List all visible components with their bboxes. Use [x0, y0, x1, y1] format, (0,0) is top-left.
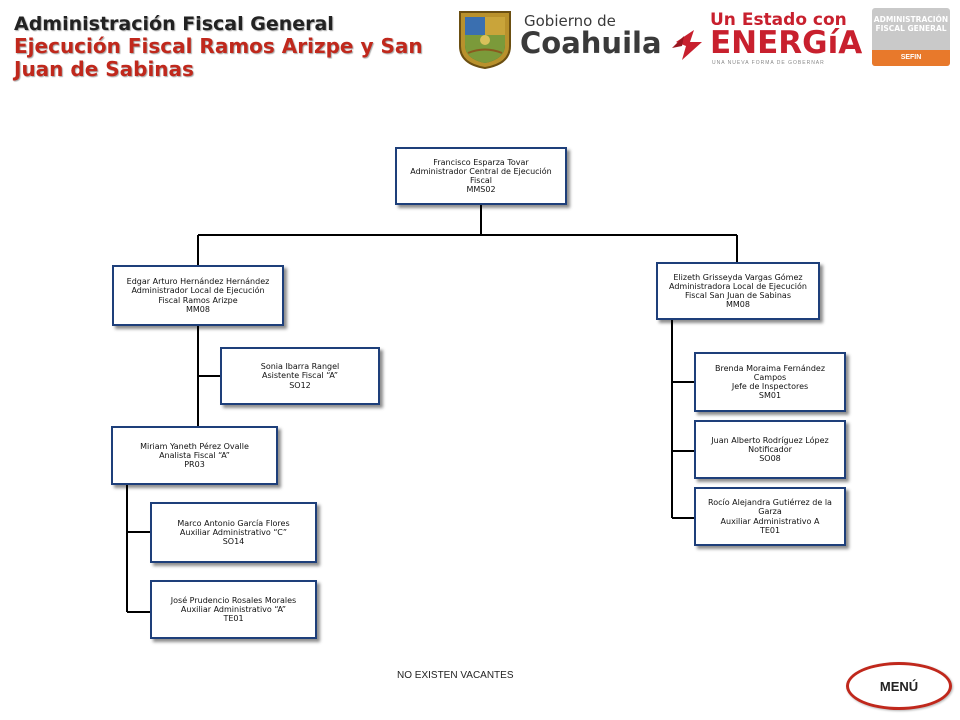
right-r2-code: SO08 [759, 454, 781, 464]
afg-sefin-logo: ADMINISTRACIÓN FISCAL GENERAL SEFIN [872, 8, 950, 66]
left-aux1-code: SO14 [222, 537, 245, 547]
left-head-name: Edgar Arturo Hernández Hernández [126, 277, 270, 287]
org-box-right-r2: Juan Alberto Rodríguez López Notificador… [694, 420, 846, 479]
vacancies-note: NO EXISTEN VACANTES [397, 670, 514, 681]
left-head-code: MM08 [186, 304, 210, 314]
menu-button[interactable]: MENÚ [846, 662, 952, 710]
left-aux2-name: José Prudencio Rosales Morales [170, 595, 297, 605]
org-box-right-head: Elizeth Grisseyda Vargas Gómez Administr… [656, 262, 820, 320]
right-r1-name: Brenda Moraima Fernández Campos [714, 363, 826, 382]
left-aux1-title: Auxiliar Administrativo “C” [179, 527, 288, 537]
org-box-left-head: Edgar Arturo Hernández Hernández Adminis… [112, 265, 284, 326]
left-analyst-code: PR03 [184, 460, 205, 470]
right-r1-code: SM01 [758, 391, 782, 401]
left-head-title: Administrador Local de Ejecución Fiscal … [131, 286, 265, 305]
org-box-left-aux2: José Prudencio Rosales Morales Auxiliar … [150, 580, 317, 639]
menu-button-label: MENÚ [879, 678, 919, 694]
right-head-code: MM08 [726, 300, 750, 310]
root-title: Administrador Central de Ejecución Fisca… [410, 166, 552, 185]
root-name: Francisco Esparza Tovar [433, 157, 529, 167]
left-assistant-code: SO12 [289, 380, 311, 390]
title-line-1: Administración Fiscal General [14, 13, 334, 35]
org-box-left-aux1: Marco Antonio García Flores Auxiliar Adm… [150, 502, 317, 563]
coahuila-logo-small: Gobierno de [524, 12, 616, 30]
afg-logo-text: ADMINISTRACIÓN FISCAL GENERAL [873, 15, 949, 33]
energia-logo-big: ENERGíA [710, 25, 863, 61]
title-line-2: Ejecución Fiscal Ramos Arizpe y San Juan… [14, 34, 423, 81]
org-box-left-analyst: Miriam Yaneth Pérez Ovalle Analista Fisc… [111, 426, 278, 485]
right-head-title: Administradora Local de Ejecución Fiscal… [669, 281, 807, 300]
right-r2-title: Notificador [748, 444, 792, 454]
gobierno-coahuila-logo: Gobierno de Coahuila [520, 12, 662, 58]
left-analyst-title: Analista Fiscal “A” [159, 450, 230, 460]
left-aux2-title: Auxiliar Administrativo “A” [180, 604, 287, 614]
org-box-right-r3: Rocío Alejandra Gutiérrez de la Garza Au… [694, 487, 846, 546]
page-title: Administración Fiscal General Ejecución … [14, 13, 464, 81]
right-r3-code: TE01 [759, 525, 781, 535]
org-box-right-r1: Brenda Moraima Fernández Campos Jefe de … [694, 352, 846, 412]
org-box-root: Francisco Esparza Tovar Administrador Ce… [395, 147, 567, 205]
energia-logo-tagline: UNA NUEVA FORMA DE GOBERNAR [712, 60, 825, 66]
org-box-left-assistant: Sonia Ibarra Rangel Asistente Fiscal “A”… [220, 347, 380, 405]
estado-energia-logo: Un Estado con ENERGíA UNA NUEVA FORMA DE… [668, 10, 862, 70]
left-aux1-name: Marco Antonio García Flores [177, 518, 290, 528]
left-analyst-name: Miriam Yaneth Pérez Ovalle [140, 441, 249, 451]
coahuila-logo-big: Coahuila [520, 26, 662, 60]
left-aux2-code: TE01 [223, 614, 244, 624]
left-assistant-name: Sonia Ibarra Rangel [260, 362, 340, 372]
right-head-name: Elizeth Grisseyda Vargas Gómez [673, 272, 803, 282]
right-r3-title: Auxiliar Administrativo A [720, 516, 820, 526]
energia-mark-icon [672, 30, 702, 60]
right-r3-name: Rocío Alejandra Gutiérrez de la Garza [708, 498, 832, 517]
energia-logo-top: Un Estado con [710, 10, 847, 30]
root-code: MMS02 [466, 185, 496, 195]
right-r2-name: Juan Alberto Rodríguez López [711, 435, 829, 445]
afg-logo-sub: SEFIN [872, 50, 950, 66]
left-assistant-title: Asistente Fiscal “A” [262, 371, 338, 381]
coahuila-seal-logo [456, 8, 514, 70]
right-r1-title: Jefe de Inspectores [731, 382, 809, 391]
